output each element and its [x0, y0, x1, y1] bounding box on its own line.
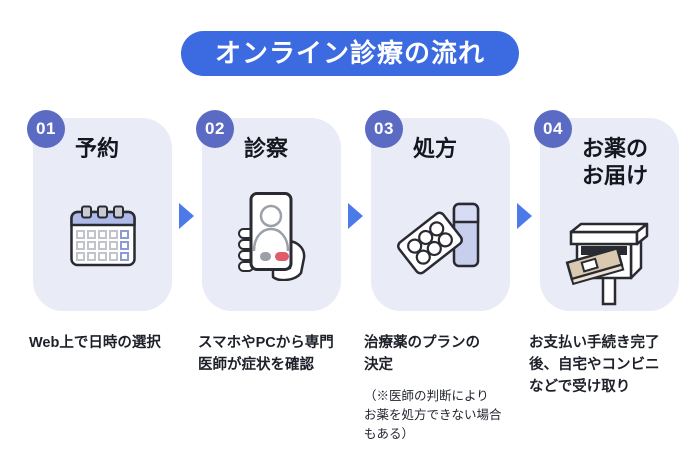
step-description: Web上で日時の選択 [29, 335, 161, 351]
calendar-icon [69, 205, 136, 267]
step-card-delivery: 04 お薬の お届け [534, 110, 679, 311]
step-icon-wrap [33, 180, 172, 292]
step-icon-wrap [371, 180, 510, 292]
step-description: スマホやPCから専門 医師が症状を確認 [198, 335, 334, 373]
flow-arrow-icon [179, 203, 194, 229]
step-description: 治療薬のプランの 決定 [364, 335, 480, 373]
step-number-badge: 03 [365, 110, 403, 148]
step-title: 処方 [413, 136, 458, 161]
step-number-badge: 01 [27, 110, 65, 148]
step-title: 診察 [244, 136, 289, 161]
flow-arrow-icon [348, 203, 363, 229]
step-card-examination: 02 診察 [196, 110, 341, 311]
step-note: （※医師の判断により お薬を処方できない場合 もある） [364, 389, 502, 441]
step-card-reservation: 01 予約 [27, 110, 172, 311]
step-title: お薬の お届け [582, 136, 649, 188]
step-number-badge: 02 [196, 110, 234, 148]
medicine-blister-bottle-icon [396, 202, 479, 275]
delivery-box-icon [565, 222, 648, 306]
step-card-prescription: 03 処方 [365, 110, 510, 311]
smartphone-video-call-icon [237, 192, 305, 281]
page-title: オンライン診療の流れ [180, 31, 520, 76]
step-title: 予約 [75, 136, 120, 161]
step-icon-wrap [202, 180, 341, 292]
step-number-badge: 04 [534, 110, 572, 148]
step-icon-wrap [540, 206, 679, 318]
step-description: お支払い手続き完了 後、自宅やコンビニ などで受け取り [529, 335, 660, 395]
flow-arrow-icon [517, 203, 532, 229]
